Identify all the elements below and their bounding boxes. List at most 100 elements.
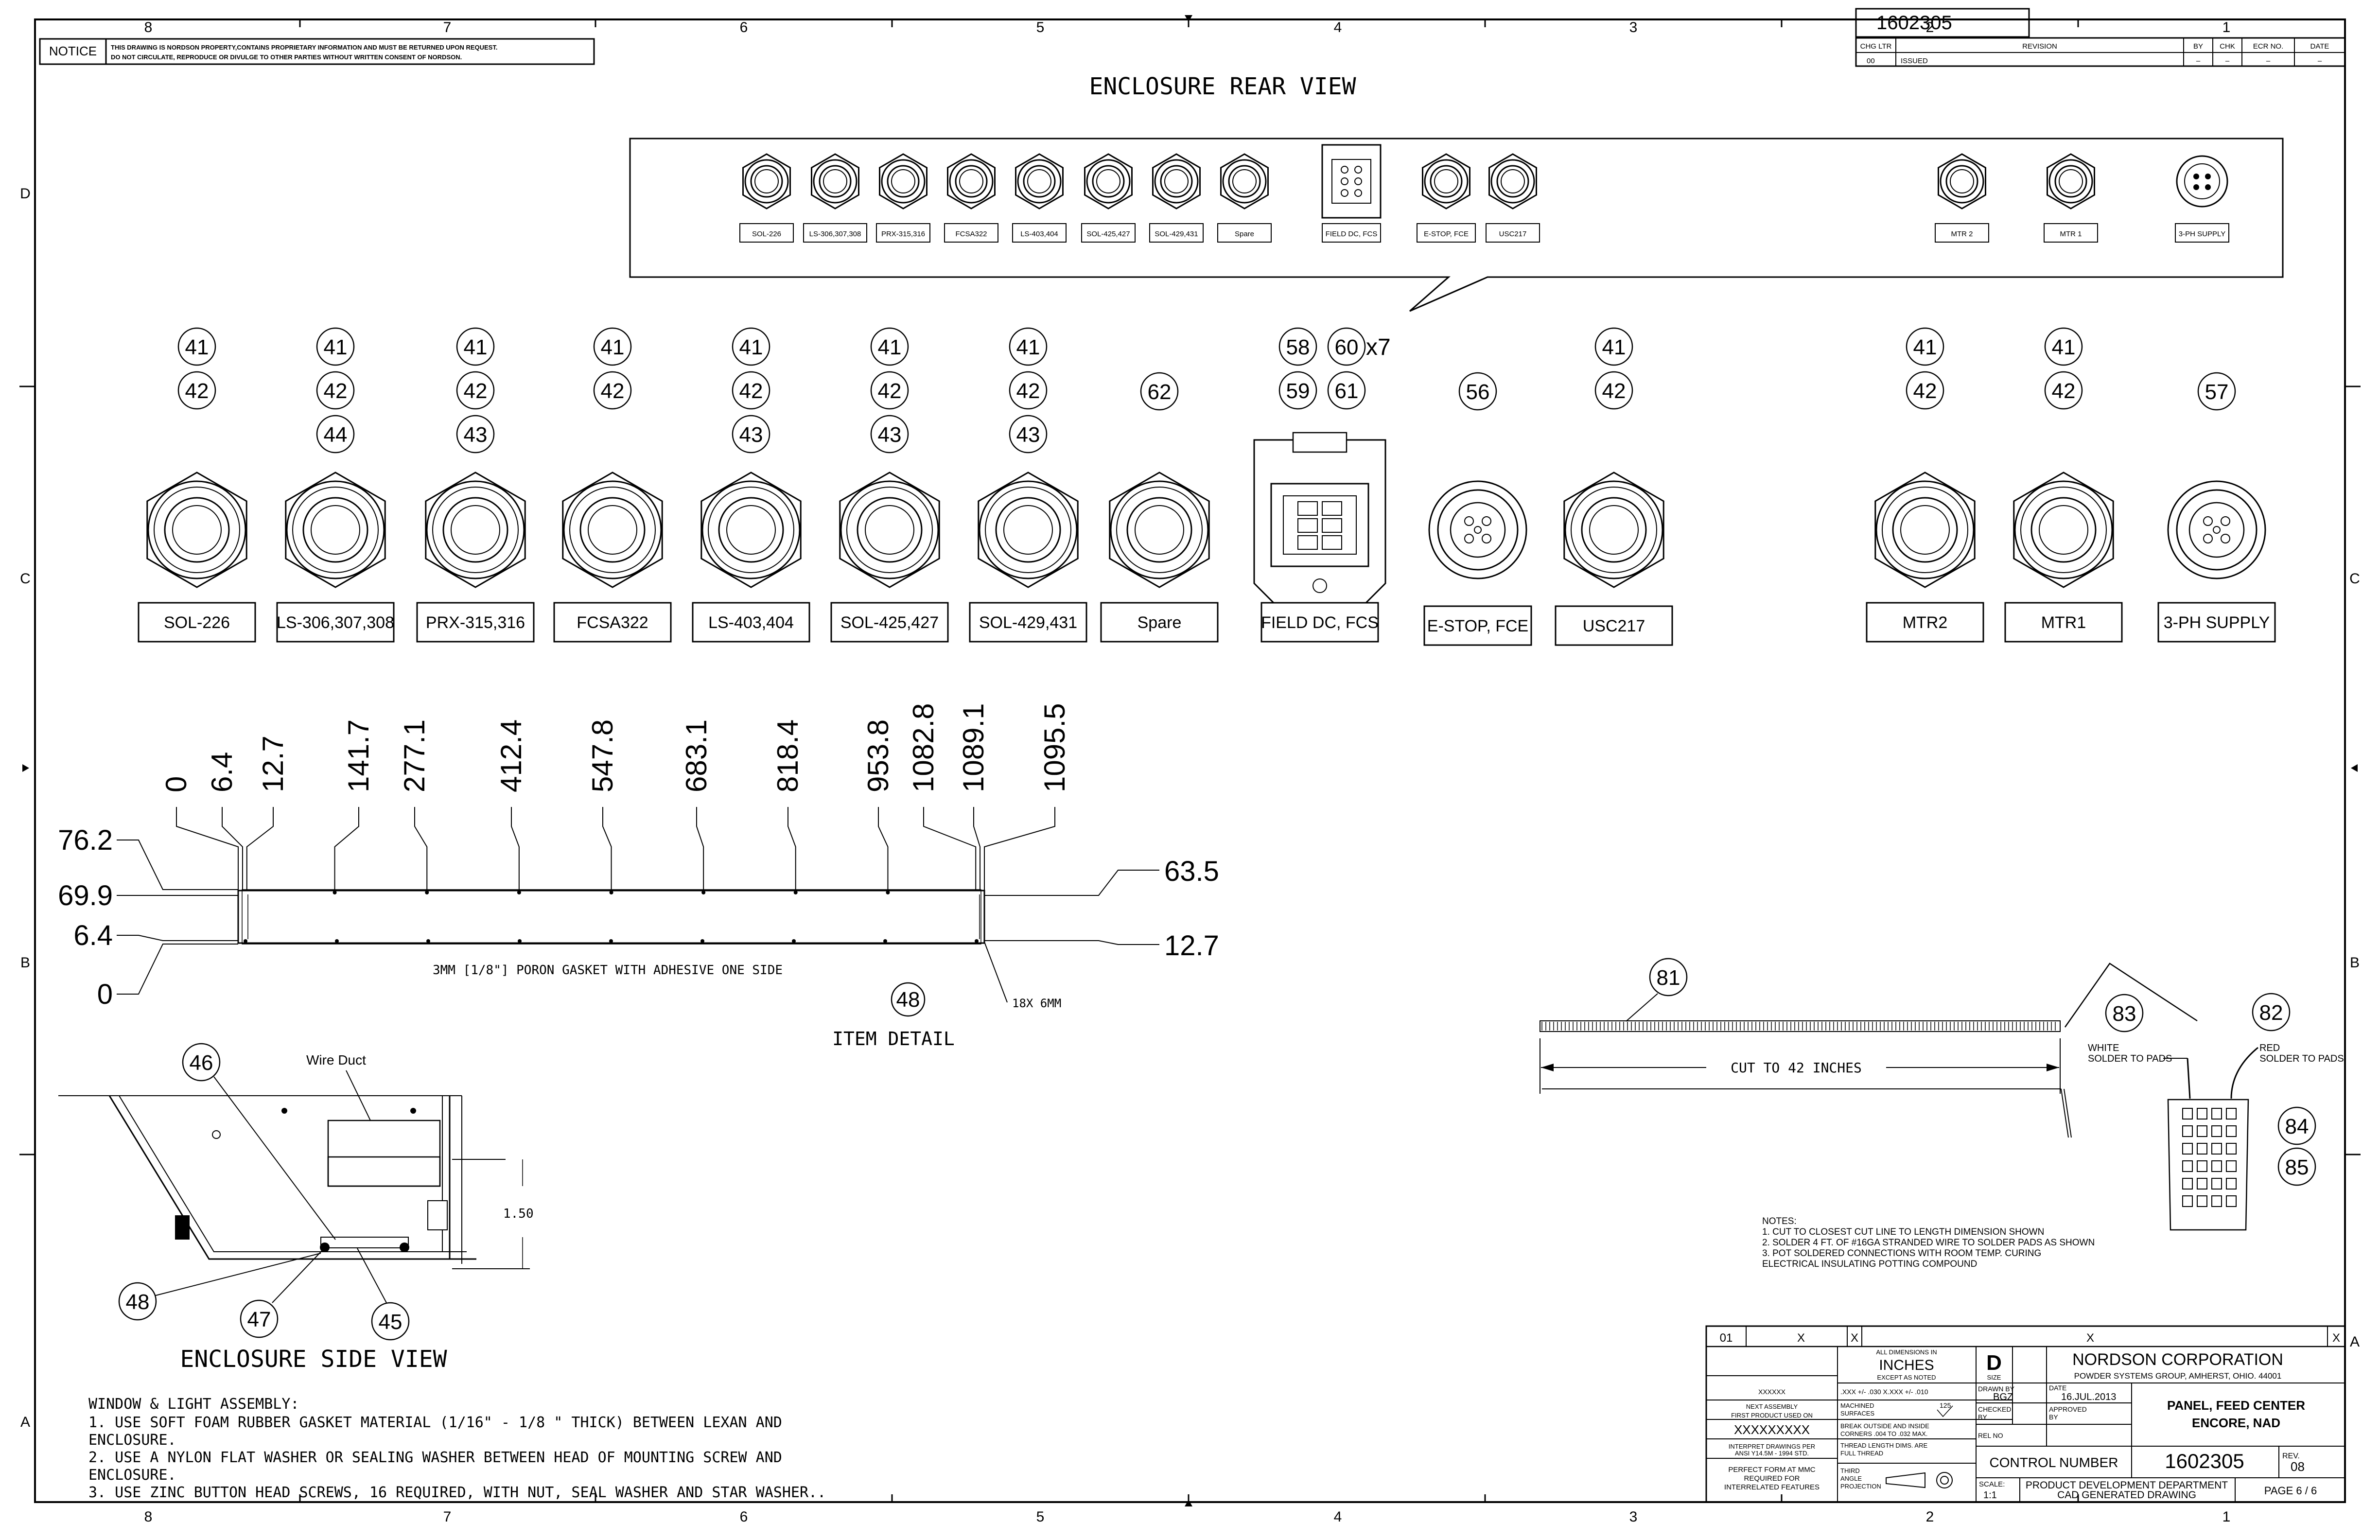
- balloon: [456, 327, 495, 366]
- rev-value: 08: [2291, 1459, 2305, 1474]
- balloon-48-side: [118, 1282, 157, 1321]
- connector-label: MTR2: [1903, 613, 1948, 632]
- solder-pad: [2211, 1108, 2222, 1120]
- rear-connector: Spare: [1217, 153, 1272, 243]
- connector-label: SOL-425,427: [840, 613, 939, 632]
- size-label: SIZE: [1987, 1374, 2001, 1381]
- gasket-holes: [244, 891, 979, 943]
- side-view-title: ENCLOSURE SIDE VIEW: [180, 1346, 447, 1373]
- cad-generated: CAD GENERATED DRAWING: [2057, 1489, 2196, 1501]
- balloon-label: 42: [464, 379, 488, 403]
- solder-pad: [2182, 1143, 2193, 1155]
- connector-label: E-STOP, FCE: [1427, 617, 1528, 635]
- revision-block: 1602305 CHG LTR REVISION BY CHK ECR NO. …: [1855, 8, 2346, 67]
- approved-by: BY: [2049, 1413, 2058, 1421]
- projection-3: PROJECTION: [1840, 1483, 1881, 1490]
- solder-pad: [2182, 1125, 2193, 1137]
- scale-label: SCALE:: [1979, 1480, 2005, 1488]
- col-label: 7: [443, 1509, 452, 1525]
- perfect-form-1: PERFECT FORM AT MMC: [1728, 1466, 1815, 1474]
- rear-connector-label: PRX-315,316: [881, 230, 925, 238]
- col-label: 3: [1629, 1509, 1638, 1525]
- balloon: [316, 415, 355, 454]
- balloon: [593, 371, 632, 410]
- rear-connector: USC217: [1486, 153, 1540, 243]
- solder-pad: [2182, 1195, 2193, 1207]
- row-label: A: [2350, 1334, 2360, 1350]
- connector-label: LS-403,404: [708, 613, 794, 632]
- gasket-top-dim: 1089.1: [957, 703, 990, 792]
- connector-label: SOL-429,431: [979, 613, 1077, 632]
- gasket-hole: [883, 939, 887, 943]
- balloon-label: 56: [1466, 380, 1490, 404]
- balloon-84: [2277, 1106, 2316, 1145]
- col-label: 1: [2222, 1509, 2231, 1525]
- interpret-std: ANSI Y14.5M - 1994 STD.: [1735, 1450, 1809, 1457]
- rear-connector: LS-306,307,308: [803, 153, 867, 243]
- balloon: [1278, 327, 1317, 366]
- col-label: 4: [1334, 19, 1342, 35]
- rev-col-chg: CHG LTR: [1860, 42, 1892, 51]
- rev-val-revision: ISSUED: [1901, 57, 1928, 65]
- rear-connector: E-STOP, FCE: [1417, 153, 1476, 243]
- solder-pad: [2226, 1195, 2237, 1207]
- balloon-label: 43: [464, 423, 488, 447]
- balloon: [870, 415, 909, 454]
- date-label: DATE: [2049, 1384, 2066, 1392]
- gasket-left-dim: 76.2: [58, 824, 113, 856]
- solder-pad-grid: [2182, 1108, 2237, 1207]
- drawing-border: [19, 15, 2361, 1506]
- gasket-top-dim: 141.7: [342, 719, 375, 792]
- col-label: 1: [2222, 19, 2231, 35]
- balloon: [1009, 415, 1048, 454]
- gasket-hole: [426, 939, 430, 943]
- balloon-81-label: 81: [1657, 966, 1680, 990]
- solder-pad: [2211, 1195, 2222, 1207]
- balloon: [593, 327, 632, 366]
- col-label: 5: [1036, 19, 1045, 35]
- solder-pad: [2226, 1125, 2237, 1137]
- surface-finish: 125: [1940, 1401, 1951, 1409]
- gasket-left-dim: 6.4: [73, 920, 113, 951]
- gasket-hole: [975, 939, 979, 943]
- balloon-label: 42: [1016, 379, 1040, 403]
- window-note-line: 3. USE ZINC BUTTON HEAD SCREWS, 16 REQUI…: [88, 1484, 826, 1501]
- connector-label: PRX-315,316: [426, 613, 525, 632]
- except: EXCEPT AS NOTED: [1877, 1374, 1936, 1381]
- company-name: NORDSON CORPORATION: [2072, 1350, 2283, 1369]
- gasket-right-dim: 63.5: [1164, 856, 1219, 887]
- note-line: 2. SOLDER 4 FT. OF #16GA STRANDED WIRE T…: [1762, 1238, 2095, 1248]
- balloon-48-side-label: 48: [126, 1290, 150, 1314]
- holes-callout: 18X 6MM: [1012, 997, 1061, 1010]
- balloon-label: 60: [1335, 335, 1359, 359]
- solder-pad: [2182, 1108, 2193, 1120]
- connector-label: FIELD DC, FCS: [1261, 613, 1379, 632]
- balloon-label: 41: [601, 335, 625, 359]
- connector-label: USC217: [1583, 617, 1645, 635]
- col-label: 3: [1629, 19, 1638, 35]
- balloon-label: 42: [601, 379, 625, 403]
- rev-label: REV.: [2282, 1452, 2300, 1460]
- rev-val-chk: –: [2225, 57, 2230, 65]
- gasket-left-dim: 69.9: [58, 880, 113, 911]
- window-note-line: ENCLOSURE.: [88, 1432, 176, 1449]
- rear-connector: FCSA322: [944, 153, 998, 243]
- col-label: 2: [1926, 19, 1934, 35]
- solder-pad: [2197, 1125, 2207, 1137]
- first-product-label: FIRST PRODUCT USED ON: [1731, 1412, 1813, 1419]
- gasket-hole: [609, 939, 613, 943]
- solder-pad: [2197, 1108, 2207, 1120]
- control-number-value: 1602305: [2165, 1450, 2244, 1472]
- balloon: [1327, 371, 1366, 410]
- balloon-label: 58: [1286, 335, 1310, 359]
- thread-2: FULL THREAD: [1840, 1450, 1883, 1457]
- solder-pad: [2226, 1143, 2237, 1155]
- balloon-label: 41: [1016, 335, 1040, 359]
- balloon-83: [2105, 994, 2144, 1032]
- rev-val-ltr: 00: [1867, 57, 1875, 65]
- row-label: B: [2350, 955, 2360, 971]
- rev-val-date: –: [2318, 57, 2322, 65]
- connector-label: 3-PH SUPPLY: [2164, 613, 2270, 632]
- solder-pad: [2197, 1143, 2207, 1155]
